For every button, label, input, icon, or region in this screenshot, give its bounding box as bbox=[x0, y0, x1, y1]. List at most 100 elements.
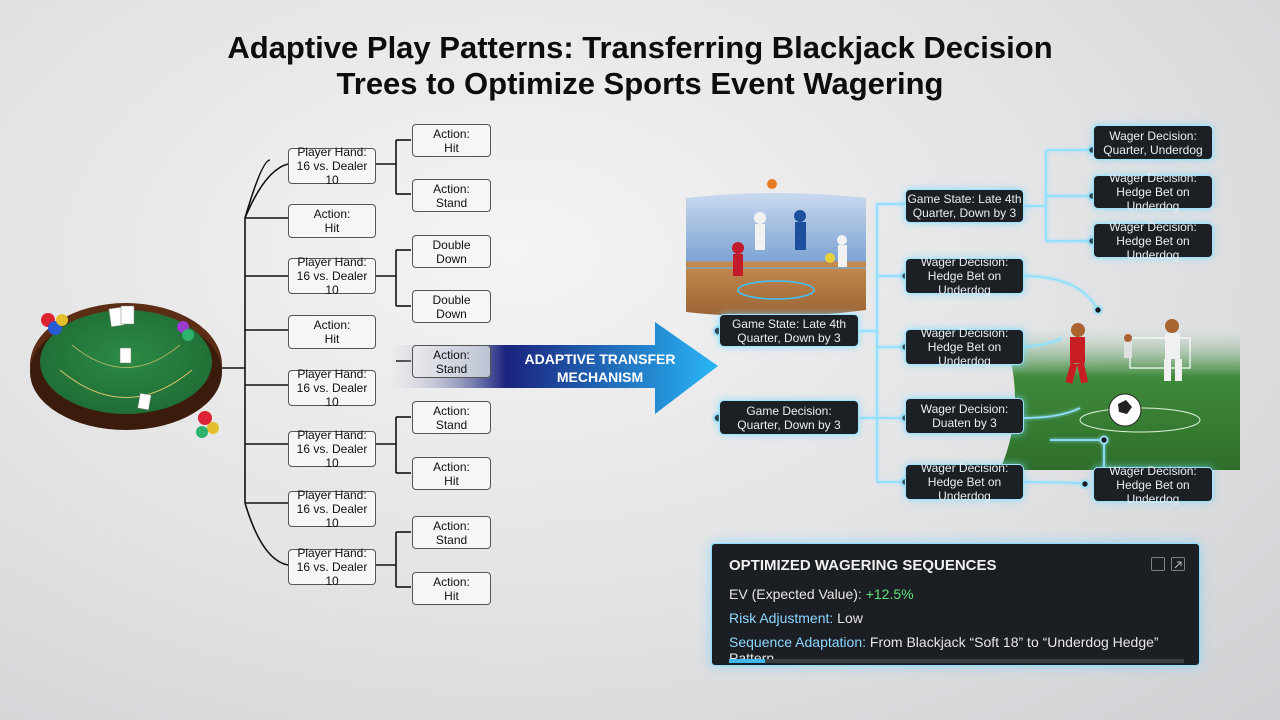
node-detail: 16 vs. Dealer 10 bbox=[296, 560, 368, 588]
node-label: Action: bbox=[433, 403, 470, 418]
blackjack-node-action: Action: Hit bbox=[288, 315, 376, 349]
node-detail: 16 vs. Dealer 10 bbox=[296, 502, 368, 530]
node-label: Player Hand: bbox=[297, 367, 367, 381]
node-detail: 16 vs. Dealer 10 bbox=[296, 381, 368, 409]
blackjack-node-action: Action: Stand bbox=[412, 179, 491, 212]
blackjack-node-player-hand: Player Hand: 16 vs. Dealer 10 bbox=[288, 546, 376, 588]
node-label: Action: bbox=[433, 181, 470, 196]
node-detail: Down bbox=[436, 306, 467, 321]
node-detail: Quarter, Underdog bbox=[1103, 142, 1203, 157]
node-detail: Down bbox=[436, 251, 467, 266]
node-label: Player Hand: bbox=[297, 145, 367, 159]
sports-node-wager-decision: Wager Decision: Hedge Bet on Underdog bbox=[905, 255, 1024, 297]
blackjack-node-action: Action: Hit bbox=[288, 204, 376, 238]
node-label: Game Decision: bbox=[746, 403, 832, 418]
minimize-icon[interactable] bbox=[1151, 557, 1165, 571]
risk-value: Low bbox=[837, 610, 863, 626]
node-detail: 16 vs. Dealer 10 bbox=[296, 442, 368, 470]
node-detail: Hedge Bet on Underdog bbox=[927, 269, 1002, 297]
title-line-2: Trees to Optimize Sports Event Wagering bbox=[336, 66, 944, 101]
transfer-arrow-line-2: MECHANISM bbox=[556, 369, 644, 385]
blackjack-node-action: Action: Stand bbox=[412, 516, 491, 549]
node-label: Wager Decision: bbox=[1109, 128, 1197, 143]
sports-node-wager-decision: Wager Decision: Hedge Bet on Underdog bbox=[905, 326, 1024, 368]
sequence-progress-bar bbox=[729, 659, 1184, 663]
ev-value: +12.5% bbox=[865, 586, 914, 602]
sequence-row: Sequence Adaptation: From Blackjack “Sof… bbox=[729, 634, 1199, 666]
expand-arrow-glyph bbox=[1174, 561, 1182, 569]
basketball-scene-image bbox=[686, 179, 866, 317]
node-label: Double bbox=[432, 292, 471, 307]
node-detail: Stand bbox=[435, 361, 468, 376]
optimized-sequences-panel: OPTIMIZED WAGERING SEQUENCES EV (Expecte… bbox=[711, 543, 1200, 666]
sequence-label: Sequence Adaptation: bbox=[729, 634, 870, 650]
node-label: Action: bbox=[433, 347, 470, 362]
risk-label: Risk Adjustment: bbox=[729, 610, 838, 626]
node-label: Wager Decision: bbox=[920, 326, 1009, 340]
node-detail: Hedge Bet on Underdog bbox=[1116, 477, 1190, 506]
ev-row: EV (Expected Value): +12.5% bbox=[729, 586, 914, 602]
sports-node-game-state: Game State: Late 4th Quarter, Down by 3 bbox=[905, 189, 1024, 223]
sports-node-wager-decision: Wager Decision: Hedge Bet on Underdog bbox=[1093, 219, 1213, 262]
expand-icon[interactable] bbox=[1171, 557, 1185, 571]
node-label: Wager Decision: bbox=[1109, 463, 1197, 478]
node-label: Action: bbox=[313, 318, 351, 332]
page-title: Adaptive Play Patterns: Transferring Bla… bbox=[140, 30, 1140, 102]
node-label: Action: bbox=[313, 207, 351, 221]
node-detail: Hit bbox=[324, 332, 340, 346]
node-detail: Quarter, Down by 3 bbox=[737, 417, 841, 432]
node-detail: Hedge Bet on Underdog bbox=[1116, 233, 1190, 262]
node-label: Action: bbox=[433, 126, 470, 141]
node-label: Player Hand: bbox=[297, 488, 367, 502]
node-detail: Hedge Bet on Underdog bbox=[927, 340, 1002, 368]
node-label: Wager Decision: bbox=[920, 255, 1009, 269]
transfer-arrow-line-1: ADAPTIVE TRANSFER bbox=[524, 351, 676, 367]
sports-node-wager-decision: Wager Decision: Hedge Bet on Underdog bbox=[1093, 171, 1213, 213]
node-label: Player Hand: bbox=[297, 546, 367, 560]
blackjack-node-action: Action: Stand bbox=[412, 345, 491, 378]
node-label: Wager Decision: bbox=[920, 402, 1009, 416]
node-detail: Quarter, Down by 3 bbox=[737, 330, 841, 345]
ev-label: EV (Expected Value): bbox=[729, 586, 866, 602]
node-label: Wager Decision: bbox=[1109, 219, 1197, 234]
node-label: Wager Decision: bbox=[1109, 171, 1197, 185]
sports-node-game-decision: Game Decision: Quarter, Down by 3 bbox=[719, 400, 859, 435]
transfer-arrow-label: ADAPTIVE TRANSFER MECHANISM bbox=[500, 350, 700, 386]
blackjack-node-player-hand: Player Hand: 16 vs. Dealer 10 bbox=[288, 145, 376, 187]
blackjack-node-double-down: Double Down bbox=[412, 290, 491, 323]
blackjack-node-double-down: Double Down bbox=[412, 235, 491, 268]
blackjack-node-action: Action: Hit bbox=[412, 457, 491, 490]
node-detail: Hit bbox=[324, 221, 340, 235]
node-detail: Hedge Bet on Underdog bbox=[927, 475, 1002, 503]
node-label: Action: bbox=[433, 574, 470, 589]
blackjack-node-player-hand: Player Hand: 16 vs. Dealer 10 bbox=[288, 367, 376, 409]
soccer-scene-image bbox=[1000, 319, 1240, 470]
node-label: Wager Decision: bbox=[920, 461, 1009, 475]
node-label: Game State: Late 4th bbox=[907, 192, 1022, 206]
node-detail: Stand bbox=[435, 532, 468, 547]
panel-title: OPTIMIZED WAGERING SEQUENCES bbox=[729, 557, 997, 574]
node-detail: Stand bbox=[435, 195, 468, 210]
blackjack-node-player-hand: Player Hand: 16 vs. Dealer 10 bbox=[288, 255, 376, 297]
node-label: Action: bbox=[433, 459, 470, 474]
node-detail: Duaten by 3 bbox=[932, 416, 997, 430]
blackjack-table-image bbox=[30, 303, 222, 438]
sequence-progress-fill bbox=[729, 659, 766, 663]
blackjack-node-action: Action: Stand bbox=[412, 401, 491, 434]
node-detail: Hit bbox=[444, 473, 459, 488]
blackjack-node-action: Action: Hit bbox=[412, 124, 491, 157]
node-label: Game State: Late 4th bbox=[731, 316, 847, 331]
node-detail: 16 vs. Dealer 10 bbox=[296, 159, 368, 187]
node-label: Double bbox=[432, 237, 471, 252]
blackjack-node-player-hand: Player Hand: 16 vs. Dealer 10 bbox=[288, 488, 376, 530]
title-line-1: Adaptive Play Patterns: Transferring Bla… bbox=[227, 30, 1053, 65]
sports-node-wager-decision: Wager Decision: Hedge Bet on Underdog bbox=[1093, 463, 1213, 506]
node-detail: Hit bbox=[444, 588, 459, 603]
node-detail: Hedge Bet on Underdog bbox=[1116, 185, 1190, 213]
sports-node-wager-decision: Wager Decision: Duaten by 3 bbox=[905, 398, 1024, 434]
sports-node-game-state: Game State: Late 4th Quarter, Down by 3 bbox=[719, 314, 859, 347]
node-label: Action: bbox=[433, 518, 470, 533]
risk-row: Risk Adjustment: Low bbox=[729, 610, 863, 626]
node-label: Player Hand: bbox=[297, 255, 367, 269]
blackjack-tree-connectors bbox=[222, 139, 411, 588]
